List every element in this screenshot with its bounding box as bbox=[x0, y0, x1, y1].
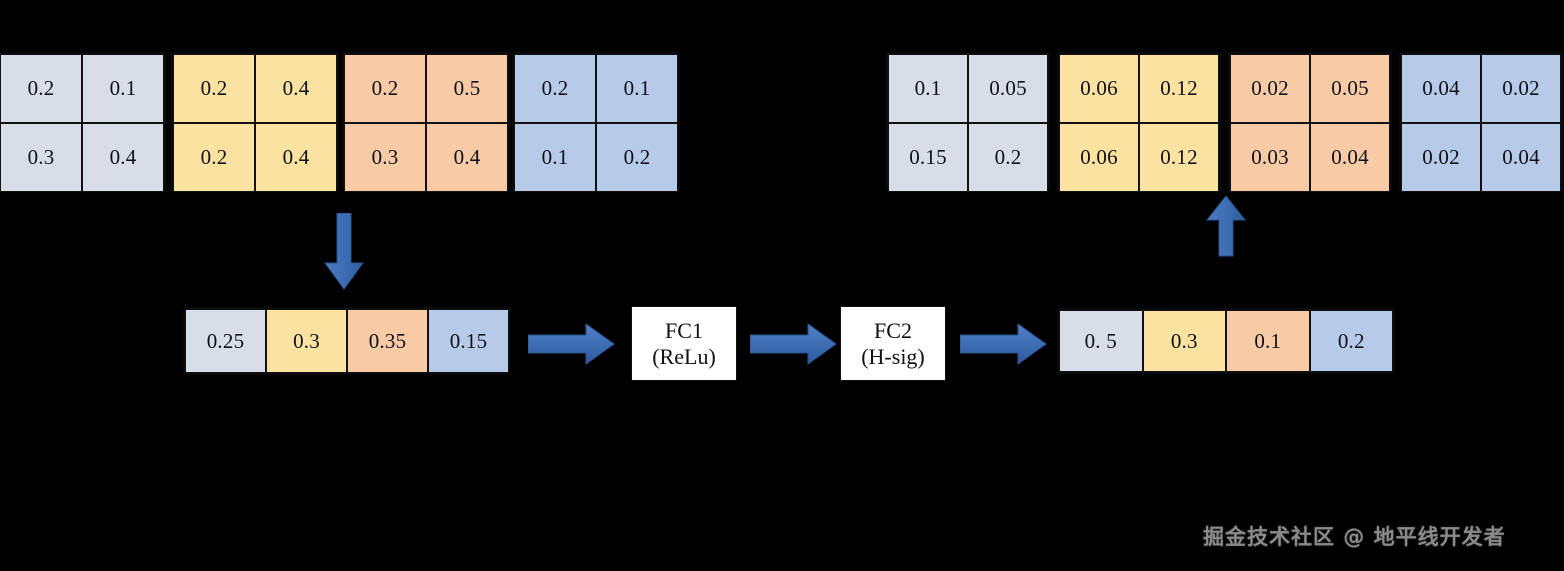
vector-cell: 0.35 bbox=[347, 309, 428, 373]
matrix-cell: 0.2 bbox=[173, 54, 255, 123]
pooled-vector: 0.25 0.3 0.35 0.15 bbox=[183, 307, 511, 375]
matrix-cell: 0.12 bbox=[1139, 54, 1219, 123]
fc1-label-line2: (ReLu) bbox=[652, 343, 716, 369]
matrix-cell: 0.2 bbox=[0, 54, 82, 123]
matrix-row: 0.04 0.02 bbox=[1401, 54, 1561, 123]
matrix-cell: 0.4 bbox=[255, 123, 337, 192]
matrix-row: 0.02 0.05 bbox=[1230, 54, 1390, 123]
matrix-cell: 0.02 bbox=[1230, 54, 1310, 123]
matrix-row: 0.15 0.2 bbox=[888, 123, 1048, 192]
matrix-row: 0.02 0.04 bbox=[1401, 123, 1561, 192]
matrix-cell: 0.02 bbox=[1401, 123, 1481, 192]
matrix-cell: 0.06 bbox=[1059, 123, 1139, 192]
matrix-cell: 0.06 bbox=[1059, 54, 1139, 123]
matrix-cell: 0.2 bbox=[173, 123, 255, 192]
output-feature-map-channel-4: 0.04 0.02 0.02 0.04 bbox=[1399, 52, 1563, 192]
matrix-cell: 0.1 bbox=[82, 54, 164, 123]
matrix-row: 0.06 0.12 bbox=[1059, 123, 1219, 192]
matrix-cell: 0.04 bbox=[1481, 123, 1561, 192]
matrix-cell: 0.1 bbox=[596, 54, 678, 123]
scale-up-arrow bbox=[1205, 196, 1247, 257]
vector-cell: 0.2 bbox=[1309, 310, 1393, 372]
matrix-cell: 0.2 bbox=[596, 123, 678, 192]
matrix-cell: 0.03 bbox=[1230, 123, 1310, 192]
matrix-row: 0.03 0.04 bbox=[1230, 123, 1390, 192]
fc1-in-arrow bbox=[528, 323, 615, 365]
matrix-cell: 0.05 bbox=[968, 54, 1048, 123]
matrix-cell: 0.12 bbox=[1139, 123, 1219, 192]
matrix-row: 0.06 0.12 bbox=[1059, 54, 1219, 123]
vector-cell: 0.3 bbox=[266, 309, 347, 373]
vector-cell: 0.3 bbox=[1142, 310, 1226, 372]
output-feature-map-channel-1: 0.1 0.05 0.15 0.2 bbox=[886, 52, 1050, 192]
matrix-row: 0.3 0.4 bbox=[0, 123, 164, 192]
output-feature-map-channel-2: 0.06 0.12 0.06 0.12 bbox=[1057, 52, 1221, 192]
vector-cell: 0.1 bbox=[1226, 310, 1310, 372]
matrix-row: 0.1 0.05 bbox=[888, 54, 1048, 123]
fc1-label-line1: FC1 bbox=[665, 318, 703, 344]
fc2-label-line1: FC2 bbox=[874, 318, 912, 344]
matrix-cell: 0.3 bbox=[344, 123, 426, 192]
matrix-row: 0.1 0.2 bbox=[514, 123, 678, 192]
matrix-cell: 0.4 bbox=[426, 123, 508, 192]
matrix-cell: 0.15 bbox=[888, 123, 968, 192]
matrix-cell: 0.05 bbox=[1310, 54, 1390, 123]
vector-cell: 0.25 bbox=[185, 309, 266, 373]
matrix-cell: 0.5 bbox=[426, 54, 508, 123]
matrix-row: 0.2 0.1 bbox=[0, 54, 164, 123]
matrix-cell: 0.2 bbox=[514, 54, 596, 123]
matrix-cell: 0.4 bbox=[255, 54, 337, 123]
matrix-row: 0.2 0.5 bbox=[344, 54, 508, 123]
input-feature-map-channel-3: 0.2 0.5 0.3 0.4 bbox=[342, 52, 510, 192]
watermark-text: 掘金技术社区 @ 地平线开发者 bbox=[1203, 525, 1506, 549]
fc1-block[interactable]: FC1 (ReLu) bbox=[631, 306, 737, 381]
scale-vector: 0. 5 0.3 0.1 0.2 bbox=[1057, 308, 1395, 374]
matrix-cell: 0.3 bbox=[0, 123, 82, 192]
matrix-row: 0.2 0.4 bbox=[173, 54, 337, 123]
pool-down-arrow bbox=[324, 213, 364, 290]
matrix-cell: 0.1 bbox=[514, 123, 596, 192]
input-feature-map-channel-1: 0.2 0.1 0.3 0.4 bbox=[0, 52, 166, 192]
matrix-row: 0.3 0.4 bbox=[344, 123, 508, 192]
matrix-cell: 0.1 bbox=[888, 54, 968, 123]
output-feature-map-channel-3: 0.02 0.05 0.03 0.04 bbox=[1228, 52, 1392, 192]
matrix-cell: 0.2 bbox=[344, 54, 426, 123]
input-feature-map-channel-4: 0.2 0.1 0.1 0.2 bbox=[512, 52, 680, 192]
matrix-cell: 0.02 bbox=[1481, 54, 1561, 123]
fc2-label-line2: (H-sig) bbox=[861, 343, 925, 369]
matrix-cell: 0.04 bbox=[1310, 123, 1390, 192]
fc1-to-fc2-arrow bbox=[750, 323, 837, 365]
vector-cell: 0. 5 bbox=[1059, 310, 1143, 372]
fc2-out-arrow bbox=[960, 323, 1047, 365]
matrix-cell: 0.04 bbox=[1401, 54, 1481, 123]
input-feature-map-channel-2: 0.2 0.4 0.2 0.4 bbox=[171, 52, 339, 192]
fc2-block[interactable]: FC2 (H-sig) bbox=[840, 306, 946, 381]
matrix-row: 0.2 0.4 bbox=[173, 123, 337, 192]
matrix-cell: 0.4 bbox=[82, 123, 164, 192]
matrix-cell: 0.2 bbox=[968, 123, 1048, 192]
vector-cell: 0.15 bbox=[428, 309, 509, 373]
matrix-row: 0.2 0.1 bbox=[514, 54, 678, 123]
